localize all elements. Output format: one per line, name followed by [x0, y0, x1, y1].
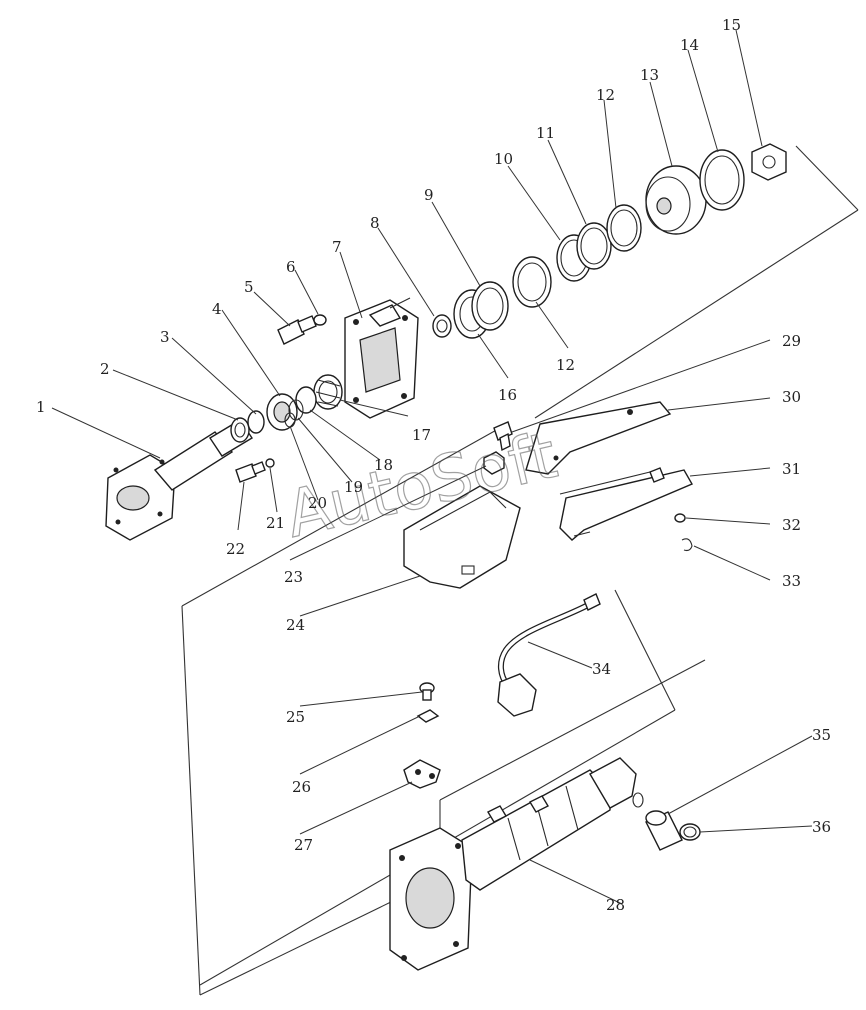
- part-2-ring: [230, 417, 250, 443]
- part-1-flange-shaft: [105, 419, 253, 541]
- part-32-clip: [674, 513, 686, 523]
- part-30-bracket: [525, 401, 672, 475]
- part-28-housing-tube: [389, 757, 637, 971]
- callout-15: 15: [722, 16, 741, 34]
- part-31-lever: [559, 467, 693, 541]
- part-3-ring: [247, 410, 265, 434]
- part-12b-ring: [512, 256, 552, 308]
- callout-33: 33: [782, 572, 801, 590]
- part-9-ring: [471, 281, 509, 331]
- part-24-duct-cover: [403, 485, 521, 589]
- part-29-bolt: [493, 421, 513, 452]
- part-18-ring: [295, 386, 317, 414]
- callout-12b: 12: [556, 356, 575, 374]
- callout-14: 14: [680, 36, 699, 54]
- part-25-screw: [419, 682, 435, 701]
- part-27-bracket: [403, 759, 441, 789]
- callout-8: 8: [370, 214, 380, 232]
- callout-labels: 1 2 3 4 5 6 7 8 9 10 11 12 12 13 14 15 1…: [36, 16, 831, 914]
- callout-11: 11: [536, 124, 555, 142]
- callout-31: 31: [782, 460, 801, 478]
- part-8-bushing: [432, 314, 452, 338]
- part-23-nut: [483, 451, 505, 475]
- callout-5: 5: [244, 278, 254, 296]
- part-5-bolt: [277, 315, 317, 345]
- callout-24: 24: [286, 616, 305, 634]
- callout-32: 32: [782, 516, 801, 534]
- callout-34: 34: [592, 660, 611, 678]
- leader-lines: [51, 29, 813, 905]
- callout-30: 30: [782, 388, 801, 406]
- part-21-washer: [265, 458, 275, 468]
- callout-7: 7: [332, 238, 342, 256]
- callout-6: 6: [286, 258, 296, 276]
- callout-26: 26: [292, 778, 311, 796]
- callout-1: 1: [36, 398, 46, 416]
- callout-19: 19: [344, 478, 363, 496]
- callout-21: 21: [266, 514, 285, 532]
- callout-4: 4: [212, 300, 222, 318]
- part-14-ring: [699, 149, 745, 211]
- part-12a-ring: [606, 204, 642, 252]
- part-35-bushing: [632, 792, 683, 851]
- part-4-bearing: [266, 393, 298, 431]
- callout-18: 18: [374, 456, 393, 474]
- callout-25: 25: [286, 708, 305, 726]
- part-15-nut: [751, 143, 787, 181]
- callout-10: 10: [494, 150, 513, 168]
- callout-36: 36: [812, 818, 831, 836]
- callout-27: 27: [294, 836, 313, 854]
- part-6-washer: [313, 314, 327, 326]
- callout-20: 20: [308, 494, 327, 512]
- callout-35: 35: [812, 726, 831, 744]
- part-34-pipe: [497, 593, 601, 717]
- callout-16: 16: [498, 386, 517, 404]
- part-19-ring: [288, 399, 304, 421]
- callout-17: 17: [412, 426, 431, 444]
- callout-2: 2: [100, 360, 110, 378]
- callout-23: 23: [284, 568, 303, 586]
- callout-3: 3: [160, 328, 170, 346]
- part-33-clip: [681, 538, 693, 552]
- part-22-screw: [235, 461, 266, 483]
- callout-13: 13: [640, 66, 659, 84]
- callout-29: 29: [782, 332, 801, 350]
- callout-9: 9: [424, 186, 434, 204]
- part-36-ring: [679, 823, 701, 841]
- part-17-spring-ring: [313, 374, 343, 410]
- callout-12a: 12: [596, 86, 615, 104]
- part-11-ring: [576, 222, 612, 270]
- part-13-pulley: [645, 165, 707, 235]
- callout-28: 28: [606, 896, 625, 914]
- callout-22: 22: [226, 540, 245, 558]
- part-26-washer: [416, 709, 440, 723]
- part-7-housing-plate: [344, 297, 419, 419]
